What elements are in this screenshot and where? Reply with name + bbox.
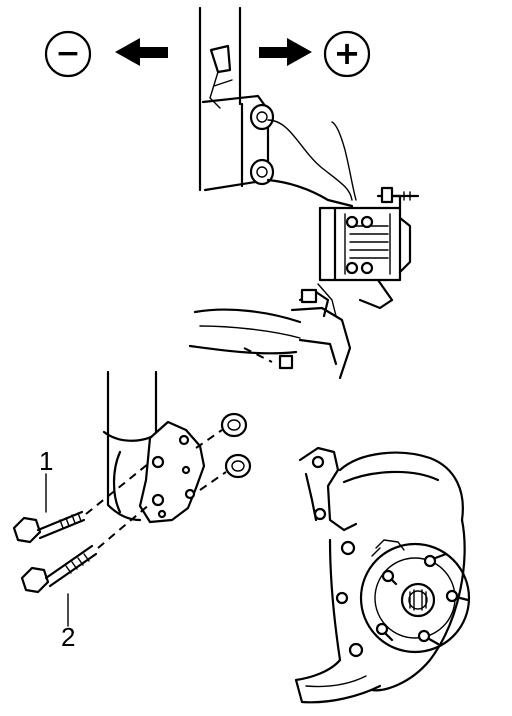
callout-2: 2: [61, 622, 75, 652]
nut-upper: [220, 412, 248, 438]
plus-circle-icon: +: [323, 30, 371, 78]
wheel-stud: [417, 629, 440, 646]
wheel-stud: [381, 569, 398, 586]
wheel-hub: [359, 542, 471, 654]
callout-1: 1: [39, 446, 53, 476]
strut-detail-top: [198, 6, 357, 208]
bolt-2: [20, 503, 151, 594]
positive-symbol: +: [334, 34, 361, 72]
wheel-stud: [445, 589, 470, 603]
left-arrow-icon: [115, 38, 168, 66]
wheel-stud: [375, 622, 394, 642]
minus-circle-icon: −: [44, 30, 92, 78]
strut-bracket-plate: [138, 420, 206, 524]
strut-tube-lower: [102, 370, 164, 522]
wheel-stud: [423, 552, 448, 568]
negative-symbol: −: [55, 36, 80, 71]
alignment-line-lower: [199, 471, 227, 491]
nut-lower: [224, 453, 252, 479]
steering-knuckle: [294, 446, 466, 704]
hub-bearing-assembly: [318, 186, 420, 310]
right-arrow-icon: [259, 38, 312, 66]
bearing-clip: [371, 539, 405, 557]
alignment-line-upper: [195, 429, 223, 449]
lower-arm-and-ball-joint: [188, 283, 352, 380]
bolt-1: [12, 463, 149, 544]
